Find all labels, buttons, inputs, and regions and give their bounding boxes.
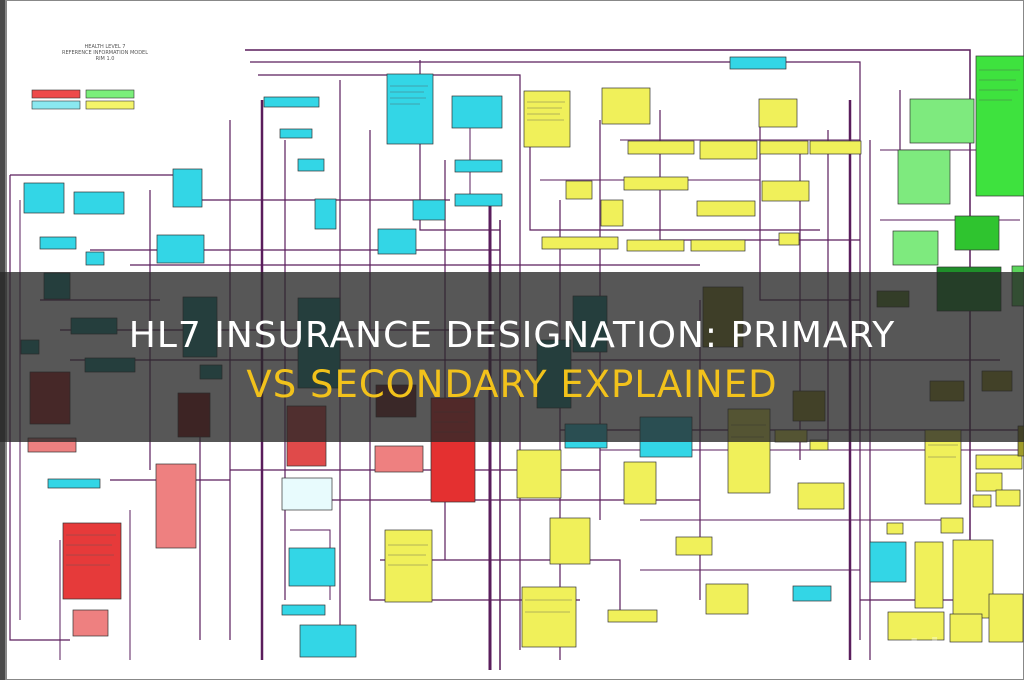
class-box bbox=[314, 198, 337, 230]
class-box bbox=[759, 140, 809, 155]
class-box bbox=[386, 73, 434, 145]
article-title-line-1: HL7 INSURANCE DESIGNATION: PRIMARY bbox=[128, 315, 896, 356]
class-box bbox=[23, 182, 65, 214]
legend-red-swatch bbox=[31, 89, 81, 99]
class-box bbox=[675, 536, 713, 556]
class-box bbox=[549, 517, 591, 565]
class-box bbox=[541, 236, 619, 250]
site-watermark: Ideas bbox=[908, 632, 994, 665]
legend-green-swatch bbox=[85, 89, 135, 99]
class-box bbox=[886, 522, 904, 535]
class-box bbox=[454, 193, 503, 207]
class-box bbox=[914, 541, 944, 609]
model-header-line-1: HEALTH LEVEL 7 bbox=[84, 44, 126, 50]
class-box bbox=[949, 613, 983, 643]
class-box bbox=[623, 176, 689, 191]
class-box bbox=[952, 539, 994, 619]
connector-line bbox=[529, 110, 820, 231]
model-header-text: HEALTH LEVEL 7 REFERENCE INFORMATION MOD… bbox=[40, 44, 170, 62]
class-box bbox=[73, 191, 125, 215]
class-box bbox=[454, 159, 503, 173]
legend-yellow-swatch bbox=[85, 100, 135, 110]
class-box bbox=[954, 215, 1000, 251]
class-box bbox=[600, 199, 624, 227]
class-box bbox=[729, 56, 787, 70]
class-box bbox=[62, 522, 122, 600]
class-box bbox=[384, 529, 433, 603]
class-box bbox=[778, 232, 800, 246]
legend-cyan-swatch bbox=[31, 100, 81, 110]
class-box bbox=[809, 140, 862, 155]
class-box bbox=[623, 461, 657, 505]
class-box bbox=[607, 609, 658, 623]
class-box bbox=[39, 236, 77, 250]
class-box bbox=[299, 624, 357, 658]
class-box bbox=[761, 180, 810, 202]
connector-line bbox=[250, 61, 861, 640]
class-box bbox=[601, 87, 651, 125]
class-box bbox=[627, 140, 695, 155]
class-box bbox=[47, 478, 101, 489]
class-box bbox=[887, 611, 945, 641]
class-box bbox=[972, 494, 992, 508]
class-box bbox=[451, 95, 503, 129]
class-box bbox=[988, 593, 1024, 643]
class-box bbox=[281, 477, 333, 511]
class-box bbox=[690, 239, 746, 252]
class-box bbox=[72, 609, 109, 637]
title-banner bbox=[0, 272, 1024, 442]
class-box bbox=[696, 200, 756, 217]
class-box bbox=[975, 55, 1024, 197]
class-box bbox=[975, 472, 1003, 492]
class-box bbox=[281, 604, 326, 616]
class-box bbox=[797, 482, 845, 510]
class-box bbox=[523, 90, 571, 148]
class-box bbox=[521, 586, 577, 648]
connector-line bbox=[380, 559, 621, 610]
class-box bbox=[626, 239, 685, 252]
yellow-class-boxes bbox=[384, 87, 1024, 648]
model-header-line-3: RIM 1.0 bbox=[95, 56, 115, 62]
class-box bbox=[705, 583, 749, 615]
class-box bbox=[279, 128, 313, 139]
class-box bbox=[940, 517, 964, 534]
class-box bbox=[565, 180, 593, 200]
class-box bbox=[975, 454, 1023, 470]
class-box bbox=[758, 98, 798, 128]
class-box bbox=[172, 168, 203, 208]
class-box bbox=[156, 234, 205, 264]
class-box bbox=[792, 585, 832, 602]
legend bbox=[31, 89, 135, 110]
class-box bbox=[909, 98, 975, 144]
class-box bbox=[155, 463, 197, 549]
article-title-line-2: VS SECONDARY EXPLAINED bbox=[246, 363, 778, 406]
class-box bbox=[288, 547, 336, 587]
class-box bbox=[377, 228, 417, 255]
class-box bbox=[869, 541, 907, 583]
class-box bbox=[374, 445, 424, 473]
class-box bbox=[85, 251, 105, 266]
class-box bbox=[412, 199, 446, 221]
class-box bbox=[897, 149, 951, 205]
class-box bbox=[995, 489, 1021, 507]
model-header-line-2: REFERENCE INFORMATION MODEL bbox=[62, 50, 148, 56]
box-text-lines bbox=[66, 69, 1020, 613]
class-box bbox=[516, 449, 562, 499]
class-box bbox=[892, 230, 939, 266]
class-box bbox=[297, 158, 325, 172]
class-box bbox=[699, 140, 758, 160]
class-box bbox=[263, 96, 320, 108]
